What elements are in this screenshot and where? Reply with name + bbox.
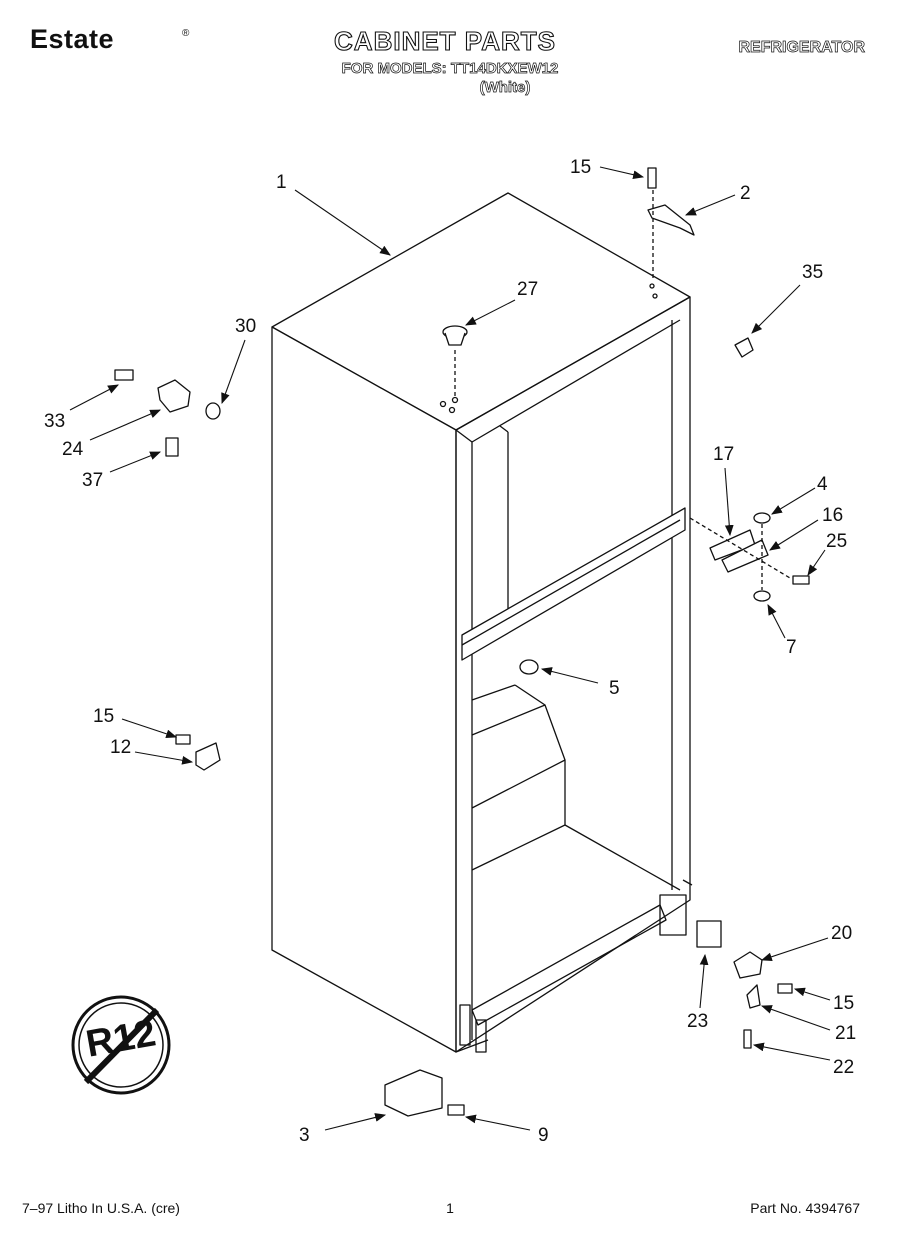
callout-23: 23 <box>687 1011 709 1032</box>
brand-logo: Estate <box>30 24 115 54</box>
callout-30: 30 <box>235 316 257 337</box>
callout-24: 24 <box>62 439 84 460</box>
callout-15-left: 15 <box>93 706 115 727</box>
callout-35: 35 <box>802 262 824 283</box>
callout-37: 37 <box>82 470 104 491</box>
top-plug-part <box>442 325 468 398</box>
print-info: 7–97 Litho In U.S.A. (cre) <box>22 1200 180 1216</box>
top-hinge-part <box>647 167 695 280</box>
bottom-hinge-assembly <box>696 920 793 1049</box>
callout-1: 1 <box>276 172 287 193</box>
cabinet-shell <box>271 192 693 1053</box>
part-number: Part No. 4394767 <box>750 1200 860 1216</box>
color-line: (White) <box>479 79 531 97</box>
callout-9: 9 <box>538 1125 549 1146</box>
callout-5: 5 <box>609 678 620 699</box>
registered-mark: ® <box>182 28 190 39</box>
callout-2: 2 <box>740 183 751 204</box>
no-r12-badge <box>71 995 171 1095</box>
hole-plug-part <box>519 659 539 675</box>
callout-16: 16 <box>822 505 844 526</box>
callout-27: 27 <box>517 279 539 300</box>
center-hinge-rail <box>461 507 686 661</box>
top-holes <box>439 283 658 414</box>
callout-21: 21 <box>835 1023 857 1044</box>
page-title: CABINET PARTS <box>333 25 556 56</box>
leader-lines <box>69 166 831 1131</box>
callout-15-bottom: 15 <box>833 993 855 1014</box>
leveling-leg-assembly <box>384 1069 465 1117</box>
callout-12: 12 <box>110 737 132 758</box>
left-bracket-assembly <box>175 734 221 771</box>
model-line: FOR MODELS: TT14DKXEW12 <box>341 60 559 78</box>
left-hinge-assembly <box>114 369 221 457</box>
callout-20: 20 <box>831 923 853 944</box>
product-type: REFRIGERATOR <box>738 39 865 57</box>
callout-4: 4 <box>817 474 828 495</box>
callout-15-top: 15 <box>570 157 592 178</box>
callout-17: 17 <box>713 444 735 465</box>
page-number: 1 <box>446 1200 454 1216</box>
callout-33: 33 <box>44 411 66 432</box>
callout-7: 7 <box>786 637 797 658</box>
callout-3: 3 <box>299 1125 310 1146</box>
callout-25: 25 <box>826 531 848 552</box>
center-hinge-assembly <box>689 512 810 602</box>
callout-22: 22 <box>833 1057 855 1078</box>
hinge-cover-part <box>734 337 754 358</box>
